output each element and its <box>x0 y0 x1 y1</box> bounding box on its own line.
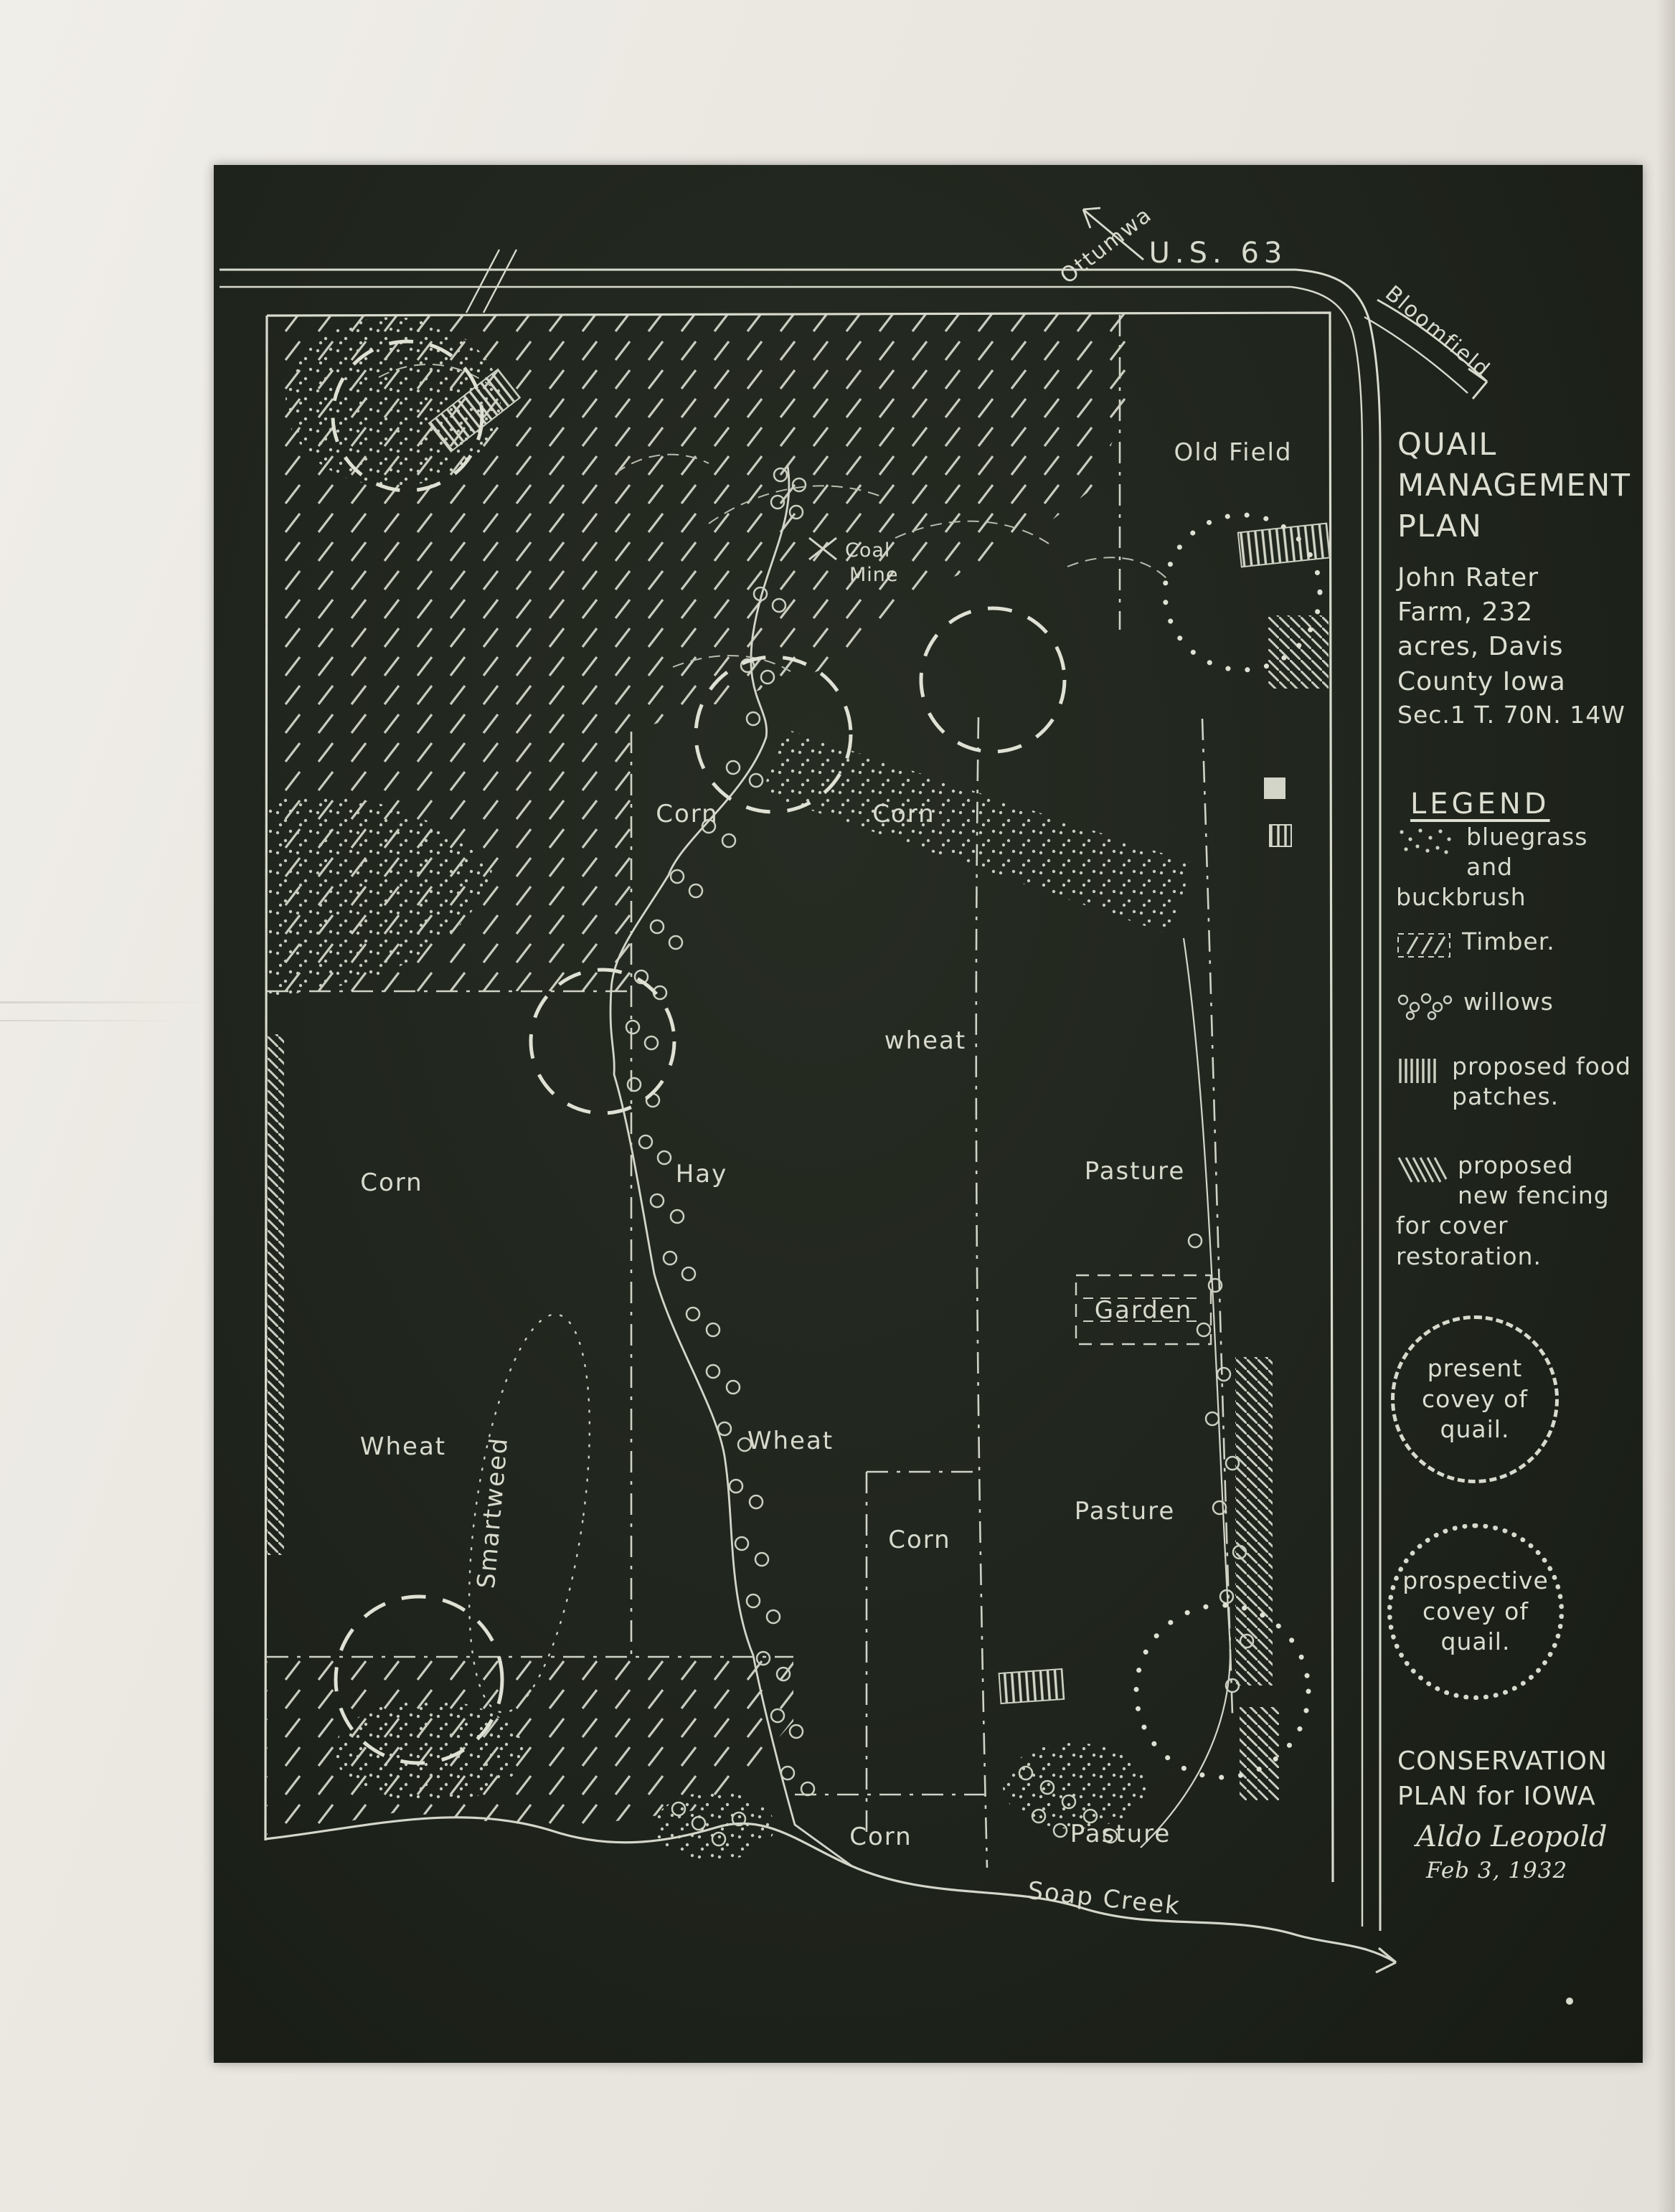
field-label-corn-s: Corn <box>888 1526 950 1554</box>
field-label-wheat-sw: Wheat <box>360 1432 446 1461</box>
plan-footer: CONSERVATION PLAN for IOWA <box>1397 1744 1608 1814</box>
legend-label: proposed new fencing for cover restorati… <box>1396 1151 1610 1270</box>
farm-boundary <box>264 311 1334 1883</box>
subtitle-line: County Iowa <box>1397 666 1566 696</box>
legend-item-food-patches: proposed food patches. <box>1396 1051 1633 1112</box>
diagonal-hatch-swatch <box>1397 933 1450 958</box>
legend-label: present covey of quail. <box>1422 1353 1528 1444</box>
vertical-lines-swatch <box>1399 1059 1436 1083</box>
signature: Aldo Leopold <box>1416 1820 1608 1853</box>
field-label-corn-nw: Corn <box>656 800 718 828</box>
coal-mine-symbol <box>808 537 837 561</box>
field-label-corn-w: Corn <box>360 1168 423 1197</box>
legend-prospective-covey: prospective covey of quail. <box>1387 1523 1564 1700</box>
field-label-hay: Hay <box>676 1160 728 1188</box>
legend-label: proposed food patches. <box>1452 1052 1631 1111</box>
paper-crease <box>0 1001 215 1003</box>
map-title-line: MANAGEMENT <box>1397 467 1631 504</box>
map-subtitle: John Rater Farm, 232 acres, Davis County… <box>1397 561 1626 731</box>
legend-label: willows <box>1463 988 1554 1016</box>
paper-edge-shadow <box>1656 0 1675 2212</box>
field-label-pasture-e: Pasture <box>1085 1157 1186 1186</box>
field-boundary-lines <box>267 315 1234 1868</box>
creek-lines <box>265 465 1397 1974</box>
legend-item-bluegrass: bluegrass and buckbrush <box>1396 822 1633 913</box>
contour-squiggles <box>378 364 1169 672</box>
field-label-garden: Garden <box>1095 1296 1193 1325</box>
legend-label: Timber. <box>1462 927 1555 955</box>
dust-speck <box>1566 1998 1573 2005</box>
legend-label: bluegrass and buckbrush <box>1396 823 1588 912</box>
garden-plot <box>1075 1274 1212 1346</box>
prospective-covey-circles <box>1133 512 1323 1780</box>
field-label-corn-bottom: Corn <box>849 1823 912 1851</box>
open-circles-swatch <box>1397 993 1453 1021</box>
subtitle-section-line: Sec.1 T. 70N. 14W <box>1397 700 1626 729</box>
food-patches <box>428 368 1331 1705</box>
highway-label: U.S. 63 <box>1149 237 1288 270</box>
stipple-swatch <box>1400 828 1451 854</box>
farm-buildings <box>1264 777 1292 847</box>
highway-us-63 <box>220 207 1488 1931</box>
present-covey-circles <box>331 339 1067 1765</box>
plan-date: Feb 3, 1932 <box>1426 1858 1568 1883</box>
subtitle-line: acres, Davis <box>1397 632 1564 662</box>
map-title-line: PLAN <box>1397 508 1483 544</box>
map-title: QUAIL MANAGEMENT PLAN <box>1397 425 1631 547</box>
smartweed-patch-outline <box>468 1313 591 1714</box>
field-label-wheat-s: Wheat <box>747 1427 834 1455</box>
paper-crease <box>0 1020 187 1021</box>
fence-restoration-hatch-areas <box>267 615 1329 1800</box>
field-label-wheat-center: wheat <box>884 1026 966 1055</box>
map-title-line: QUAIL <box>1397 427 1497 463</box>
legend-item-fencing: proposed new fencing for cover restorati… <box>1396 1150 1633 1272</box>
field-label-old-field: Old Field <box>1174 438 1292 467</box>
photostat-map: Ottumwa U.S. 63 Bloomfield Old Field Coa… <box>214 165 1643 2063</box>
field-label-pasture-bottom: Pasture <box>1070 1820 1171 1848</box>
farm-map-svg: Ottumwa U.S. 63 Bloomfield Old Field Coa… <box>220 202 1573 2005</box>
field-label-smartweed: Smartweed <box>472 1436 514 1590</box>
legend-item-timber: Timber. <box>1396 927 1633 963</box>
dense-diagonal-swatch <box>1397 1157 1448 1183</box>
subtitle-line: Farm, 232 <box>1397 597 1534 628</box>
field-label-pasture-se: Pasture <box>1075 1497 1176 1526</box>
legend-item-willows: proposed food patches. willows <box>1396 987 1633 1023</box>
footer-line: CONSERVATION <box>1397 1747 1608 1776</box>
coal-mine-label-line2: Mine <box>849 564 899 586</box>
legend-present-covey: present covey of quail. <box>1391 1315 1559 1483</box>
legend-heading: LEGEND <box>1410 788 1550 821</box>
legend-label: prospective covey of quail. <box>1402 1566 1549 1656</box>
timber-hatched-area <box>267 314 1133 1836</box>
subtitle-line: John Rater <box>1397 563 1539 592</box>
field-label-corn-n: Corn <box>872 800 935 828</box>
destination-ottumwa-label: Ottumwa <box>1055 202 1157 289</box>
footer-line: PLAN for IOWA <box>1397 1781 1596 1811</box>
coal-mine-label-line1: Coal <box>845 539 890 562</box>
